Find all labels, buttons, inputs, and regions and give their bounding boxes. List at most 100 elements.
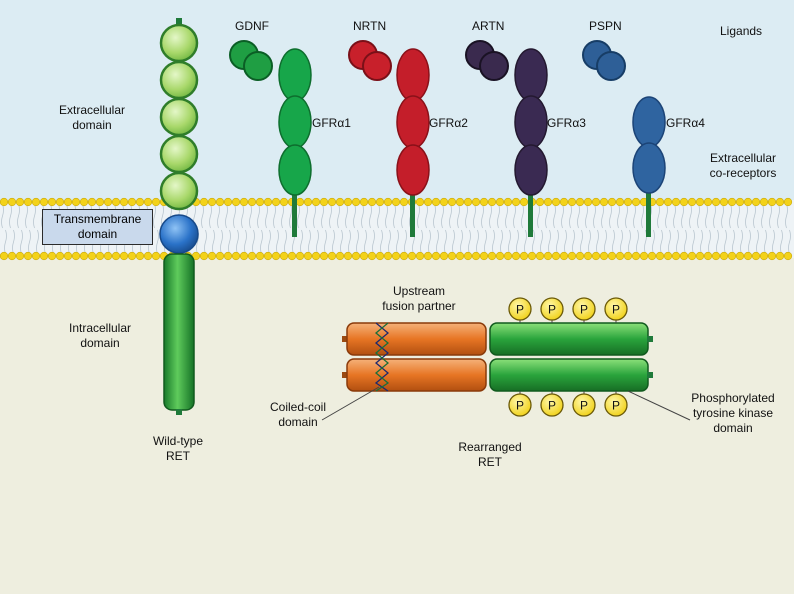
lipid-head — [247, 251, 257, 261]
lipid-tail — [236, 229, 239, 255]
upstream-line1: Upstream — [392, 284, 445, 298]
lipid-head — [111, 197, 121, 207]
coiled-coil-domain-label: Coiled-coil domain — [258, 400, 338, 430]
lipid-tail — [289, 203, 292, 229]
lipid-head — [751, 251, 761, 261]
lipid-head — [479, 197, 489, 207]
lipid-head — [471, 251, 481, 261]
lipid-head — [239, 251, 249, 261]
ret-kinase-top — [489, 322, 649, 356]
extracellular-coreceptors-line1: Extracellular — [709, 151, 777, 165]
lipid-tail — [300, 229, 303, 255]
lipid-head — [423, 251, 433, 261]
lipid-tail — [393, 203, 396, 229]
phospho-group — [572, 297, 596, 321]
lipid-head — [7, 251, 17, 261]
lipid-head — [623, 251, 633, 261]
lipid-tail — [257, 203, 260, 229]
wildtype-line1: Wild-type — [152, 434, 203, 448]
fusion-partner-top-cap — [342, 336, 348, 342]
lipid-head — [351, 251, 361, 261]
lipid-head — [495, 251, 505, 261]
lipid-tail — [348, 229, 351, 255]
lipid-tail — [361, 203, 364, 229]
lipid-tail — [252, 229, 255, 255]
lipid-tail — [284, 229, 287, 255]
lipid-tail — [556, 229, 559, 255]
coiled-coil-helix — [374, 322, 390, 392]
lipid-head — [231, 251, 241, 261]
lipid-head — [719, 251, 729, 261]
lipid-head — [583, 251, 593, 261]
lipid-tail — [537, 203, 540, 229]
lipid-head — [447, 197, 457, 207]
phospho-group — [604, 297, 628, 321]
lipid-head — [471, 197, 481, 207]
lipid-tail — [585, 203, 588, 229]
transmembrane-line1: Transmembrane — [53, 212, 142, 226]
lipid-tail — [745, 203, 748, 229]
lipid-head — [135, 197, 145, 207]
lipid-head — [95, 251, 105, 261]
lipid-head — [135, 251, 145, 261]
lipid-head — [79, 197, 89, 207]
lipid-head — [703, 197, 713, 207]
lipid-head — [87, 251, 97, 261]
lipid-head — [23, 197, 33, 207]
lipid-head — [215, 251, 225, 261]
lipid-tail — [497, 203, 500, 229]
lipid-tail — [377, 203, 380, 229]
lipid-tail — [593, 203, 596, 229]
lipid-head — [383, 251, 393, 261]
phospho-label: P — [516, 303, 524, 317]
lipid-head — [583, 197, 593, 207]
phospho-line2: tyrosine kinase — [692, 406, 774, 420]
lipid-tail — [708, 229, 711, 255]
artn-ligand — [465, 40, 509, 81]
lipid-head — [743, 251, 753, 261]
lipid-head — [351, 197, 361, 207]
lipid-tail — [337, 203, 340, 229]
lipid-head — [647, 251, 657, 261]
lipid-head — [87, 197, 97, 207]
lipid-head — [567, 197, 577, 207]
phospho-label: P — [548, 399, 556, 413]
phospho-label: P — [580, 303, 588, 317]
lipid-tail — [449, 203, 452, 229]
transmembrane-domain-label: Transmembrane domain — [42, 209, 153, 245]
lipid-head — [423, 197, 433, 207]
lipid-head — [431, 197, 441, 207]
lipid-head — [143, 197, 153, 207]
ret-bottom-cap — [176, 409, 182, 415]
lipid-tail — [364, 229, 367, 255]
lipid-head — [223, 197, 233, 207]
lipid-tail — [33, 203, 36, 229]
coiled-coil-line2: domain — [278, 415, 318, 429]
lipid-head — [199, 251, 209, 261]
ret-kinase-bottom-cap — [647, 372, 653, 378]
lipid-tail — [620, 229, 623, 255]
lipid-tail — [444, 229, 447, 255]
lipid-tail — [316, 229, 319, 255]
lipid-tail — [532, 229, 535, 255]
lipid-head — [399, 251, 409, 261]
lipid-head — [527, 251, 537, 261]
lipid-head — [735, 197, 745, 207]
lipid-tail — [396, 229, 399, 255]
lipid-head — [271, 197, 281, 207]
lipid-tail — [441, 203, 444, 229]
lipid-tail — [473, 203, 476, 229]
lipid-head — [655, 251, 665, 261]
lipid-tail — [729, 203, 732, 229]
lipid-tail — [241, 203, 244, 229]
lipid-head — [727, 251, 737, 261]
lipid-tail — [436, 229, 439, 255]
pspn-ligand — [582, 40, 626, 81]
lipid-head — [199, 197, 209, 207]
lipid-head — [359, 197, 369, 207]
lipid-tail — [761, 203, 764, 229]
gfra1-label: GFRα1 — [312, 116, 351, 130]
lipid-head — [767, 251, 777, 261]
lipid-head — [231, 197, 241, 207]
lipid-head — [103, 197, 113, 207]
